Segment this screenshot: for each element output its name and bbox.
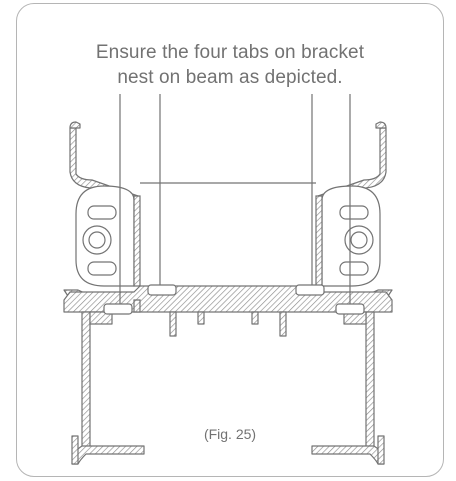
right-bracket-slot-bottom [339, 261, 369, 276]
beam-left-flange-lip [71, 435, 79, 465]
beam-right-flange [311, 445, 385, 465]
left-bracket-inner-wall [133, 195, 141, 287]
beam-rib-2 [197, 311, 205, 325]
beam-rib-3 [251, 311, 259, 325]
tab-lower-right [335, 303, 365, 315]
beam-left-flange [71, 445, 145, 465]
beam-rib-4 [279, 311, 287, 337]
left-bracket-slot-top [87, 205, 117, 220]
instruction-caption: Ensure the four tabs on bracket nest on … [16, 40, 444, 90]
left-bracket-inner-wall-2 [133, 299, 141, 313]
tab-upper-right [295, 284, 325, 296]
instruction-line-1: Ensure the four tabs on bracket [95, 42, 365, 63]
right-bracket-arm-lip [375, 121, 387, 129]
right-bracket-inner-wall [315, 195, 323, 287]
beam-right-flange-lip [377, 435, 385, 465]
tab-upper-left [147, 284, 177, 296]
figure-label: (Fig. 25) [203, 426, 257, 442]
left-bracket-slot-bottom [87, 261, 117, 276]
left-bracket-arm-lip [69, 121, 81, 129]
beam-rib-1 [169, 311, 177, 337]
right-bracket-slot-top [339, 205, 369, 220]
tab-lower-left [103, 303, 133, 315]
instruction-line-2: nest on beam as depicted. [117, 67, 343, 88]
